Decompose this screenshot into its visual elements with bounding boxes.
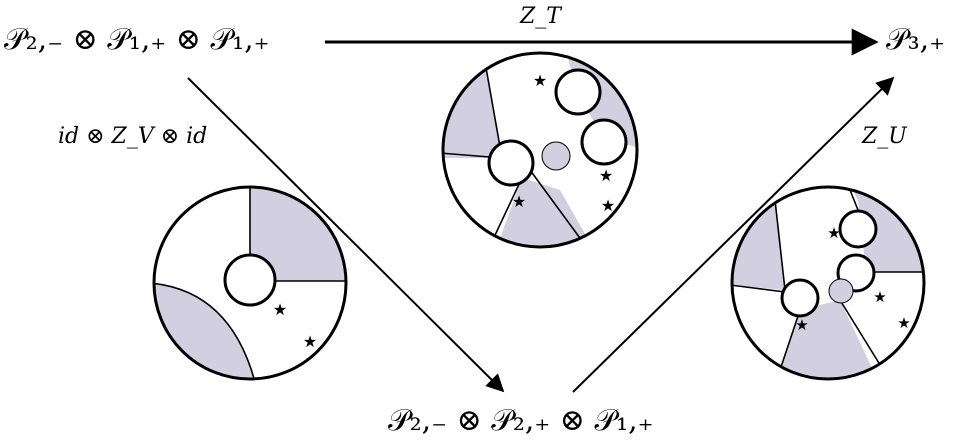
shaded-dot bbox=[828, 278, 854, 304]
arrow-zu bbox=[572, 76, 895, 393]
star-marker: ★ bbox=[512, 192, 526, 211]
star-marker: ★ bbox=[599, 166, 613, 185]
shaded-region-bottom bbox=[492, 178, 600, 247]
arrow-label-zt: Z_T bbox=[520, 4, 561, 29]
star-marker: ★ bbox=[827, 224, 840, 242]
star-marker: ★ bbox=[795, 316, 808, 334]
star-marker: ★ bbox=[873, 288, 886, 306]
inner-disc bbox=[838, 209, 878, 249]
inner-disc bbox=[487, 139, 535, 187]
tangle-zt: ★ ★ ★ ★ bbox=[441, 51, 639, 249]
inner-disc bbox=[580, 118, 628, 166]
node-source: 𝒫₂,₋ ⊗ 𝒫₁,₊ ⊗ 𝒫₁,₊ bbox=[4, 22, 270, 57]
tangle-zv: ★ ★ bbox=[152, 185, 348, 381]
inner-disc bbox=[223, 253, 277, 307]
arrow-label-zv: id ⊗ Z_V ⊗ id bbox=[58, 124, 208, 149]
arrow-label-zu: Z_U bbox=[862, 124, 907, 149]
inner-disc bbox=[554, 68, 602, 116]
node-target: 𝒫₃,₊ bbox=[886, 22, 946, 57]
star-marker: ★ bbox=[601, 196, 615, 215]
disc-outline bbox=[152, 185, 348, 381]
star-marker: ★ bbox=[273, 300, 287, 319]
star-marker: ★ bbox=[303, 332, 317, 351]
star-marker: ★ bbox=[897, 314, 910, 332]
shaded-dot bbox=[541, 141, 571, 171]
inner-disc bbox=[780, 278, 820, 318]
star-marker: ★ bbox=[533, 71, 547, 90]
disc-outline bbox=[441, 51, 639, 249]
arrow-zv bbox=[187, 77, 505, 393]
node-middle: 𝒫₂,₋ ⊗ 𝒫₂,₊ ⊗ 𝒫₁,₊ bbox=[388, 403, 654, 438]
shaded-region-bottom bbox=[775, 300, 880, 379]
disc-outline bbox=[730, 185, 926, 381]
tangle-zu: ★ ★ ★ ★ bbox=[730, 185, 926, 381]
